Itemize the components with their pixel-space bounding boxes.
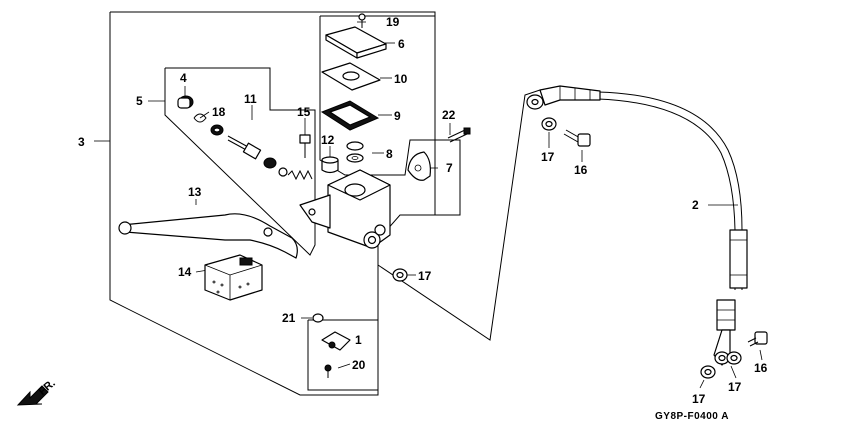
callout-16-a: 16: [574, 163, 588, 177]
callout-12: 12: [321, 133, 335, 147]
figure-code: GY8P-F0400 A: [655, 411, 729, 422]
callout-10: 10: [394, 72, 408, 86]
callout-19: 19: [386, 15, 400, 29]
callout-7: 7: [446, 161, 453, 175]
callout-3: 3: [78, 135, 85, 149]
washer-17-a: [392, 268, 408, 282]
callout-20: 20: [352, 358, 366, 372]
callout-13: 13: [188, 185, 202, 199]
callout-17-a: 17: [418, 269, 432, 283]
callout-17-c: 17: [728, 380, 742, 394]
callout-6: 6: [398, 37, 405, 51]
callout-4: 4: [180, 71, 187, 85]
diaphragm-plate-10: [321, 62, 381, 91]
callout-22: 22: [442, 108, 456, 122]
callout-15: 15: [297, 105, 311, 119]
callout-16-b: 16: [754, 361, 768, 375]
callout-11: 11: [244, 92, 257, 106]
washer-17-c: [726, 351, 742, 365]
callout-8: 8: [386, 147, 393, 161]
bolt-15: [299, 134, 311, 158]
banjo-bolt-16-b: [747, 331, 768, 347]
callout-14: 14: [178, 265, 192, 279]
cap-21: [312, 313, 324, 323]
screw-19: [358, 13, 366, 28]
brake-switch-14: [204, 254, 263, 301]
banjo-bolt-16-a: [563, 129, 591, 147]
bolt-22: [447, 127, 471, 143]
callout-labels: 1 2 3 4 5 6 7 8 9 10 11 12 13 14 15 16 1…: [78, 15, 768, 406]
callout-9: 9: [394, 109, 401, 123]
circlip-18: [193, 113, 207, 123]
master-cylinder-body: [299, 169, 391, 249]
screw-20: [324, 364, 332, 378]
boot-12: [321, 156, 339, 174]
callout-2: 2: [692, 198, 699, 212]
callout-1: 1: [355, 333, 362, 347]
piston-set-11: [210, 124, 313, 181]
washers-8: [346, 141, 364, 163]
washer-17-b: [541, 117, 557, 131]
callout-17-d: 17: [692, 392, 706, 406]
diaphragm-9: [320, 100, 380, 131]
leader-lines: [94, 21, 763, 389]
dust-cap-4: [177, 95, 194, 109]
brake-hose-2: [526, 85, 748, 366]
reservoir-cap-6: [325, 26, 387, 59]
bracket-1: [321, 331, 351, 351]
brake-lever-13: [118, 213, 298, 259]
callout-21: 21: [282, 311, 296, 325]
washer-17-d: [700, 365, 716, 379]
callout-17-b: 17: [541, 150, 555, 164]
front-direction-arrow-icon: [16, 385, 49, 406]
callout-5: 5: [136, 94, 143, 108]
callout-18: 18: [212, 105, 226, 119]
holder-7: [407, 151, 431, 181]
